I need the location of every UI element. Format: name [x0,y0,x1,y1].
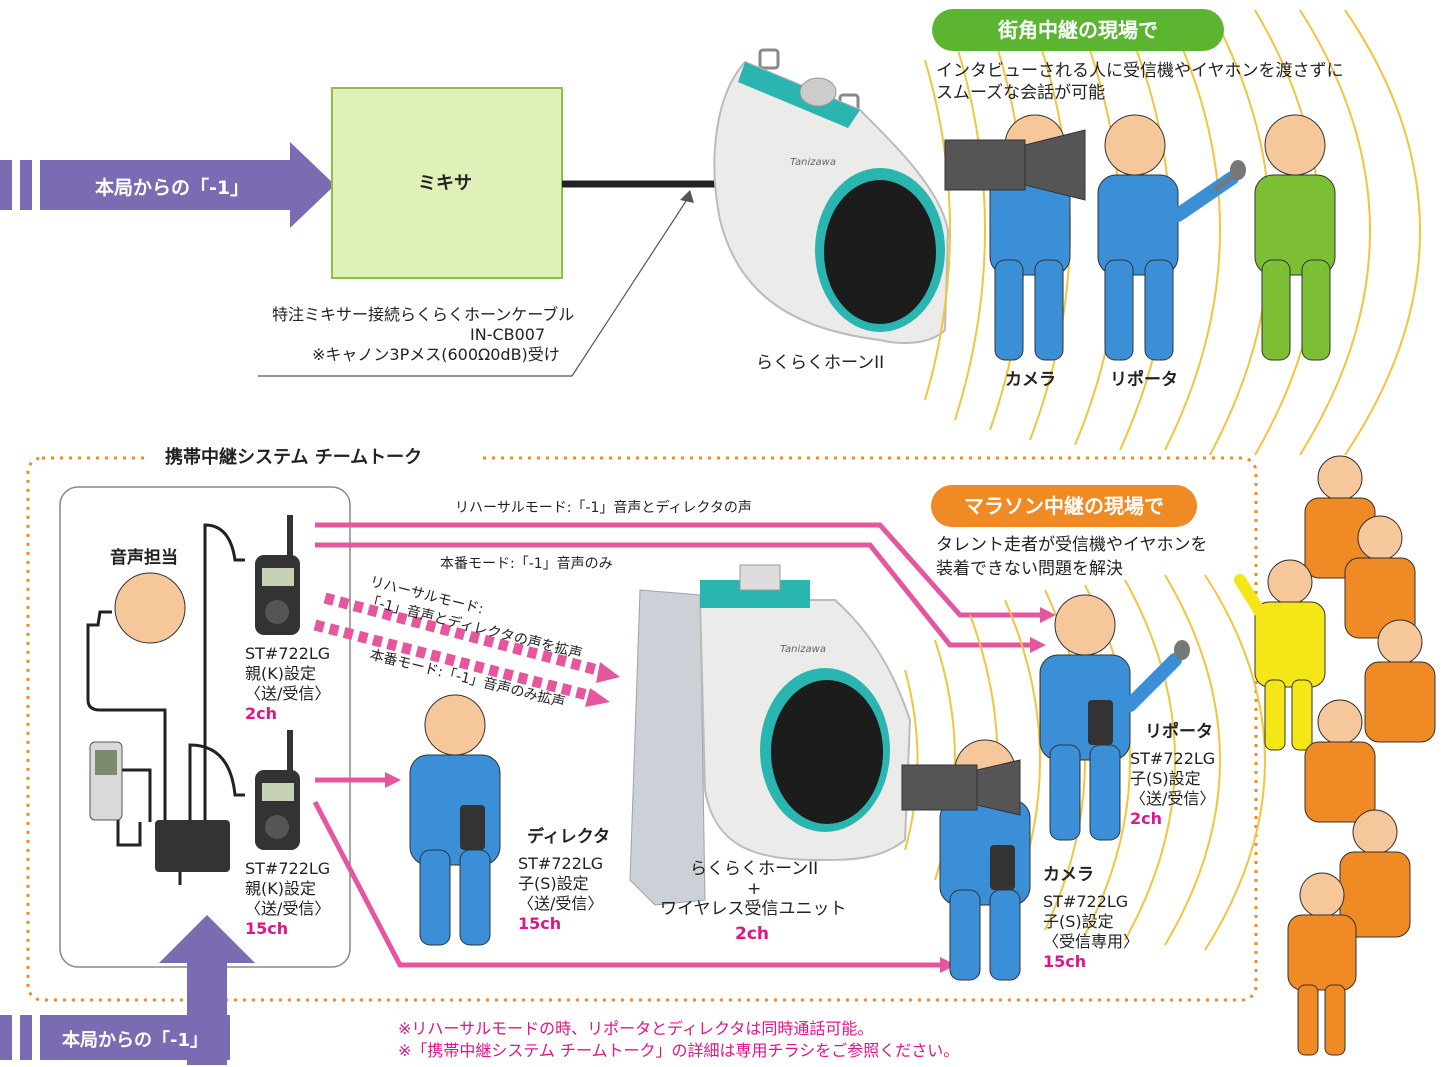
rehearsal-mode-label: リハーサルモード:「-1」音声とディレクタの声 [455,500,752,516]
top-reporter-label: リポータ [1110,370,1178,390]
reporter-name: リポータ [1145,722,1213,742]
note-2: ※「携帯中継システム チームトーク」の詳細は専用チラシをご参照ください。 [398,1041,960,1060]
radio2-model: ST#722LG [245,859,331,878]
bottom-horn-name: らくらくホーンII [690,859,819,879]
director-channel: 15ch [518,914,562,933]
reporter-setting: 子(S)設定 [1130,769,1201,788]
street-scene-desc-1: インタビューされる人に受信機やイヤホンを渡さずに [936,61,1344,81]
top-horn-brand: Tanizawa [790,157,836,168]
top-horn-label: らくらくホーンII [756,353,885,373]
radio1-mode: 〈送/受信〉 [245,684,331,703]
camera-setting: 子(S)設定 [1043,912,1114,931]
camera-mode: 〈受信専用〉 [1043,932,1140,951]
camera-model: ST#722LG [1043,892,1129,911]
radio1-channel: 2ch [245,704,278,723]
bottom-input-label: 本局からの「-1」 [62,1030,208,1051]
radio1-model: ST#722LG [245,644,331,663]
cable-note-line-1: 特注ミキサー接続らくらくホーンケーブル [272,305,575,324]
reporter-mode: 〈送/受信〉 [1130,789,1216,808]
live-mode-label: 本番モード:「-1」音声のみ [440,556,613,572]
bottom-reporter-figure [1039,594,1190,841]
signal-lines [312,522,1040,968]
bottom-horn-unit: ワイヤレス受信ユニット [660,899,847,919]
top-input-arrow [0,142,335,228]
bottom-horn-brand: Tanizawa [780,644,826,655]
street-scene-desc-2: スムーズな会話が可能 [936,83,1106,103]
radio2-setting: 親(K)設定 [245,879,316,898]
camera-channel: 15ch [1043,952,1087,971]
top-interviewee [1254,114,1336,361]
director-figure [409,694,501,946]
marathon-scene-title: マラソン中継の現場で [931,485,1197,527]
director-setting: 子(S)設定 [518,874,589,893]
top-reporter [1097,114,1246,361]
mixer-label: ミキサ [418,173,472,194]
bottom-horn-image [629,564,912,906]
cable-note-line-3: ※キャノン3Pメス(600Ω0dB)受け [312,345,560,364]
radio1-setting: 親(K)設定 [245,664,316,683]
reporter-model: ST#722LG [1130,749,1216,768]
note-1: ※リハーサルモードの時、リポータとディレクタは同時通話可能。 [398,1019,874,1038]
marathon-scene-desc-2: 装着できない問題を解決 [936,559,1123,579]
director-mode: 〈送/受信〉 [518,894,604,913]
cable-note-line-2: IN-CB007 [470,325,546,344]
radio-1 [255,515,300,635]
top-cameraman [944,114,1086,361]
radio2-channel: 15ch [245,919,289,938]
bottom-horn-plus: + [747,879,762,899]
mixer-box [331,87,563,279]
street-scene-title: 街角中継の現場で [932,9,1224,51]
audio-engineer-label: 音声担当 [110,548,178,568]
wireless-base-unit [155,820,230,872]
director-name: ディレクタ [527,827,611,847]
top-camera-label: カメラ [1005,370,1056,390]
system-title: 携帯中継システム チームトーク [165,447,423,468]
reporter-channel: 2ch [1130,809,1163,828]
mobile-phone [89,741,123,821]
system-border [26,456,1258,1002]
cable-callout-line [258,194,691,377]
top-input-label: 本局からの「-1」 [95,177,250,199]
marathon-runners [1234,455,1436,1056]
radio-2 [255,730,300,850]
radio2-mode: 〈送/受信〉 [245,899,331,918]
top-horn-image [713,48,950,344]
director-model: ST#722LG [518,854,604,873]
marathon-scene-desc-1: タレント走者が受信機やイヤホンを [936,535,1208,555]
bottom-cameraman-figure [901,739,1031,981]
bottom-horn-channel: 2ch [735,924,770,944]
camera-name: カメラ [1043,865,1094,885]
bottom-input-arrow [0,915,255,1065]
audio-engineer-head [114,572,186,644]
